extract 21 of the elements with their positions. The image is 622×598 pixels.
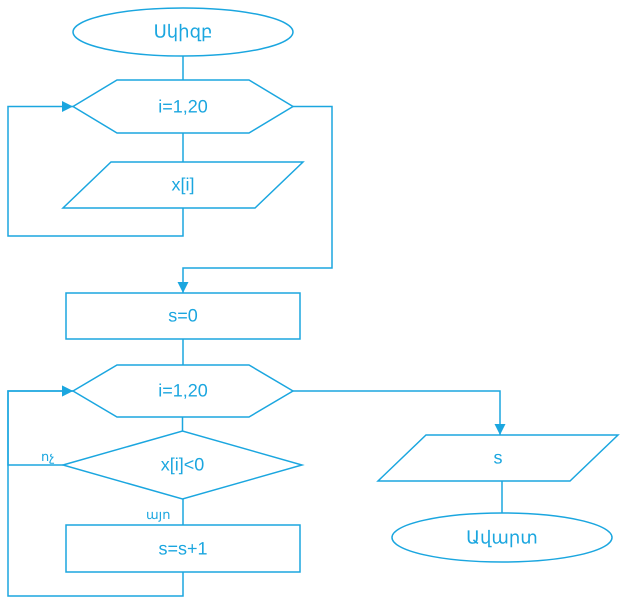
- edge-label: այո: [146, 508, 170, 521]
- edge-label: ոչ: [41, 450, 54, 463]
- connector-line: [182, 499, 184, 525]
- connector-line: [182, 133, 184, 162]
- node-label: x[i]<0: [160, 454, 206, 476]
- connector-line: [182, 56, 184, 80]
- arrow: [178, 106, 333, 293]
- node-label: Սկիզբ: [152, 22, 214, 42]
- arrow: [7, 386, 73, 466]
- node-label: Ավարտ: [465, 527, 539, 548]
- arrow: [7, 101, 184, 237]
- arrow: [293, 390, 506, 435]
- node-label: i=1,20: [157, 96, 209, 117]
- node-label: i=1,20: [157, 380, 209, 402]
- node-label: x[i]: [170, 174, 196, 196]
- connector-line: [182, 339, 184, 365]
- node-label: s=0: [167, 306, 199, 326]
- connector-line: [501, 481, 503, 513]
- node-label: s=s+1: [157, 538, 209, 559]
- node-label: s: [492, 448, 504, 468]
- connector-line: [182, 417, 184, 431]
